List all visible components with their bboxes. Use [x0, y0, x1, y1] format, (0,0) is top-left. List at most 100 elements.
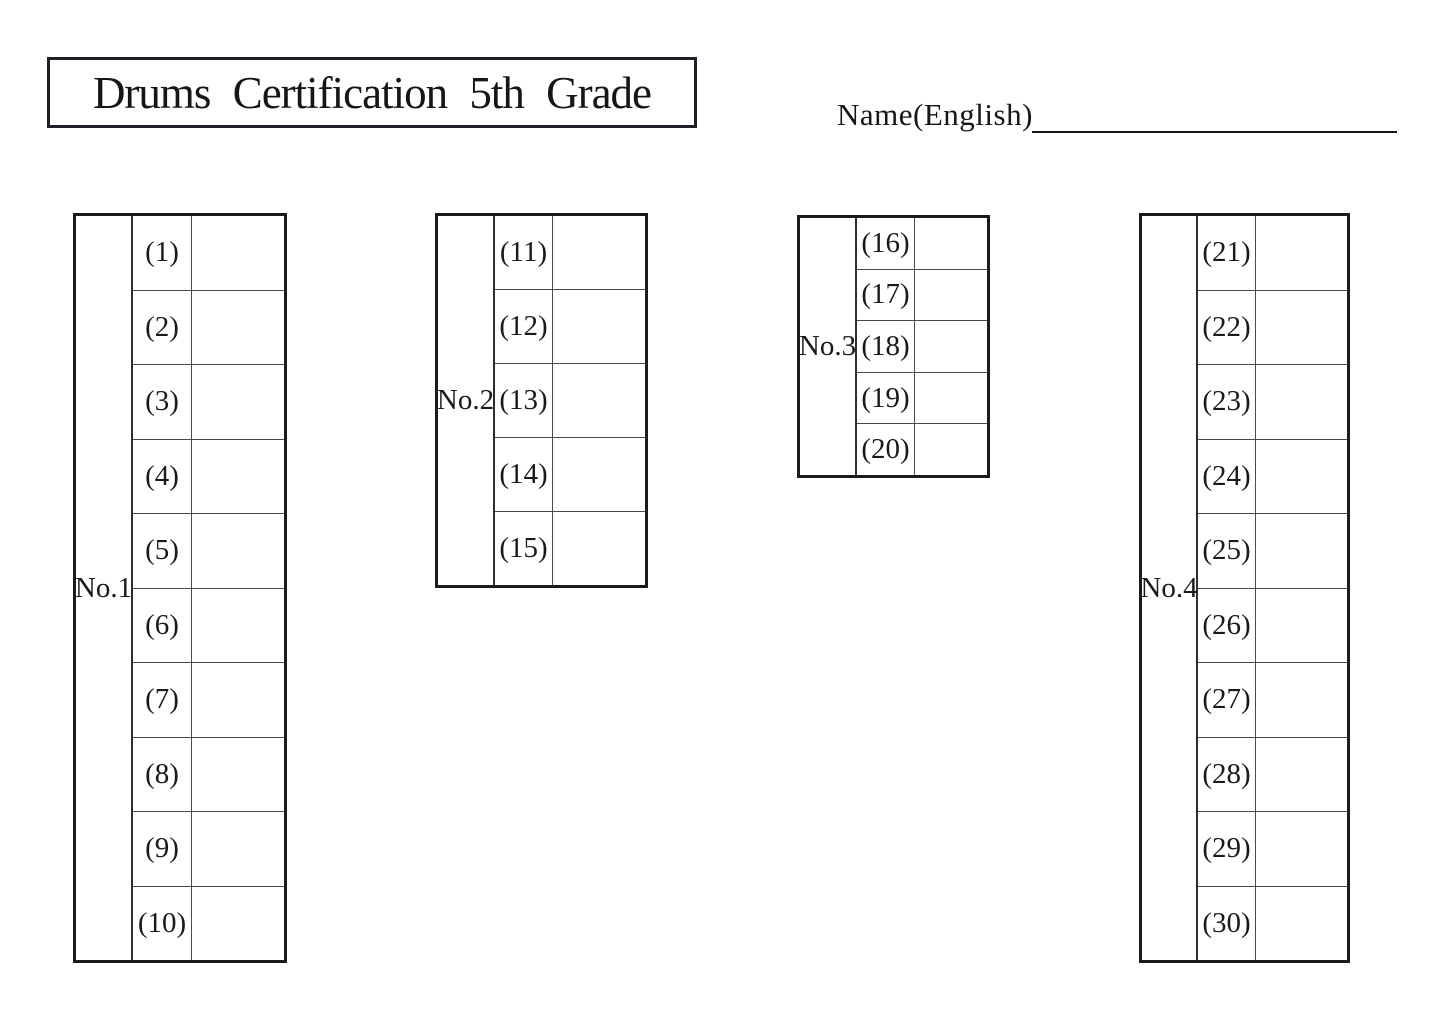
answer-cell [915, 373, 987, 424]
answer-cell [1256, 887, 1347, 961]
table-label: No.4 [1140, 216, 1198, 960]
table-row: (7) [133, 662, 284, 737]
question-number: (15) [495, 512, 553, 585]
answer-cell [1256, 589, 1347, 663]
question-number: (9) [133, 812, 192, 886]
table-row: (22) [1198, 289, 1347, 365]
question-number: (29) [1198, 812, 1256, 886]
page-title: Drums Certification 5th Grade [92, 67, 652, 118]
answer-table-no1: No.1 (1)(2)(3)(4)(5)(6)(7)(8)(9)(10) [73, 213, 287, 963]
table-row: (2) [133, 289, 284, 365]
table-row: (5) [133, 513, 284, 588]
answer-cell [192, 216, 284, 290]
table-row: (3) [133, 364, 284, 439]
answer-cell [1256, 365, 1347, 439]
answer-cell [553, 216, 645, 289]
question-number: (10) [133, 886, 192, 960]
answer-cell [915, 321, 987, 372]
table-row: (1) [133, 216, 284, 290]
answer-cell [1256, 514, 1347, 588]
table-row: (30) [1198, 885, 1347, 961]
table-row: (8) [133, 736, 284, 812]
question-number: (3) [133, 365, 192, 439]
answer-cell [553, 512, 645, 585]
table-row: (23) [1198, 364, 1347, 439]
answer-cell [1256, 216, 1347, 290]
question-number: (18) [857, 321, 915, 372]
question-number: (12) [495, 290, 553, 363]
table-row: (28) [1198, 736, 1347, 812]
answer-cell [192, 365, 284, 439]
question-number: (8) [133, 737, 192, 811]
table-rows: (16)(17)(18)(19)(20) [857, 218, 987, 475]
question-number: (5) [133, 514, 192, 588]
question-number: (4) [133, 439, 192, 513]
table-row: (18) [857, 320, 987, 372]
table-row: (17) [857, 268, 987, 321]
answer-cell [192, 663, 284, 737]
answer-cell [553, 290, 645, 363]
table-row: (15) [495, 511, 645, 585]
answer-table-no3: No.3 (16)(17)(18)(19)(20) [797, 215, 990, 478]
answer-cell [192, 738, 284, 812]
answer-cell [192, 589, 284, 663]
answer-cell [1256, 663, 1347, 737]
answer-cell [192, 291, 284, 365]
question-number: (7) [133, 663, 192, 737]
question-number: (11) [495, 216, 553, 289]
table-row: (27) [1198, 662, 1347, 737]
answer-cell [553, 438, 645, 511]
question-number: (27) [1198, 663, 1256, 737]
table-rows: (1)(2)(3)(4)(5)(6)(7)(8)(9)(10) [133, 216, 284, 960]
question-number: (21) [1198, 216, 1256, 290]
answer-cell [915, 270, 987, 321]
table-label: No.2 [437, 216, 495, 585]
answer-table-no2: No.2 (11)(12)(13)(14)(15) [435, 213, 648, 588]
question-number: (17) [857, 269, 915, 321]
question-number: (28) [1198, 737, 1256, 811]
question-number: (1) [133, 216, 192, 290]
question-number: (6) [133, 588, 192, 662]
question-number: (24) [1198, 439, 1256, 513]
question-number: (13) [495, 364, 553, 437]
table-label: No.1 [75, 216, 133, 960]
table-row: (6) [133, 587, 284, 663]
answer-cell [192, 887, 284, 961]
table-rows: (11)(12)(13)(14)(15) [495, 216, 645, 585]
table-label: No.3 [799, 218, 857, 475]
table-row: (10) [133, 885, 284, 961]
table-row: (29) [1198, 811, 1347, 886]
answer-cell [1256, 738, 1347, 812]
answer-cell [915, 218, 987, 269]
answer-cell [1256, 291, 1347, 365]
name-blank-line [1032, 131, 1397, 133]
question-number: (25) [1198, 514, 1256, 588]
answer-cell [915, 424, 987, 475]
question-number: (19) [857, 372, 915, 424]
table-row: (16) [857, 218, 987, 269]
question-number: (20) [857, 424, 915, 475]
answer-cell [1256, 440, 1347, 514]
question-number: (22) [1198, 290, 1256, 364]
answer-cell [553, 364, 645, 437]
answer-cell [192, 514, 284, 588]
question-number: (30) [1198, 886, 1256, 960]
table-row: (19) [857, 371, 987, 424]
answer-cell [192, 440, 284, 514]
title-box: Drums Certification 5th Grade [47, 57, 697, 128]
question-number: (16) [857, 218, 915, 269]
table-row: (12) [495, 289, 645, 363]
table-rows: (21)(22)(23)(24)(25)(26)(27)(28)(29)(30) [1198, 216, 1347, 960]
table-row: (20) [857, 423, 987, 475]
table-row: (13) [495, 363, 645, 437]
table-row: (9) [133, 811, 284, 886]
answer-cell [192, 812, 284, 886]
answer-table-no4: No.4 (21)(22)(23)(24)(25)(26)(27)(28)(29… [1139, 213, 1350, 963]
table-row: (25) [1198, 513, 1347, 588]
table-row: (11) [495, 216, 645, 289]
question-number: (23) [1198, 365, 1256, 439]
question-number: (14) [495, 438, 553, 511]
table-row: (24) [1198, 438, 1347, 514]
answer-cell [1256, 812, 1347, 886]
